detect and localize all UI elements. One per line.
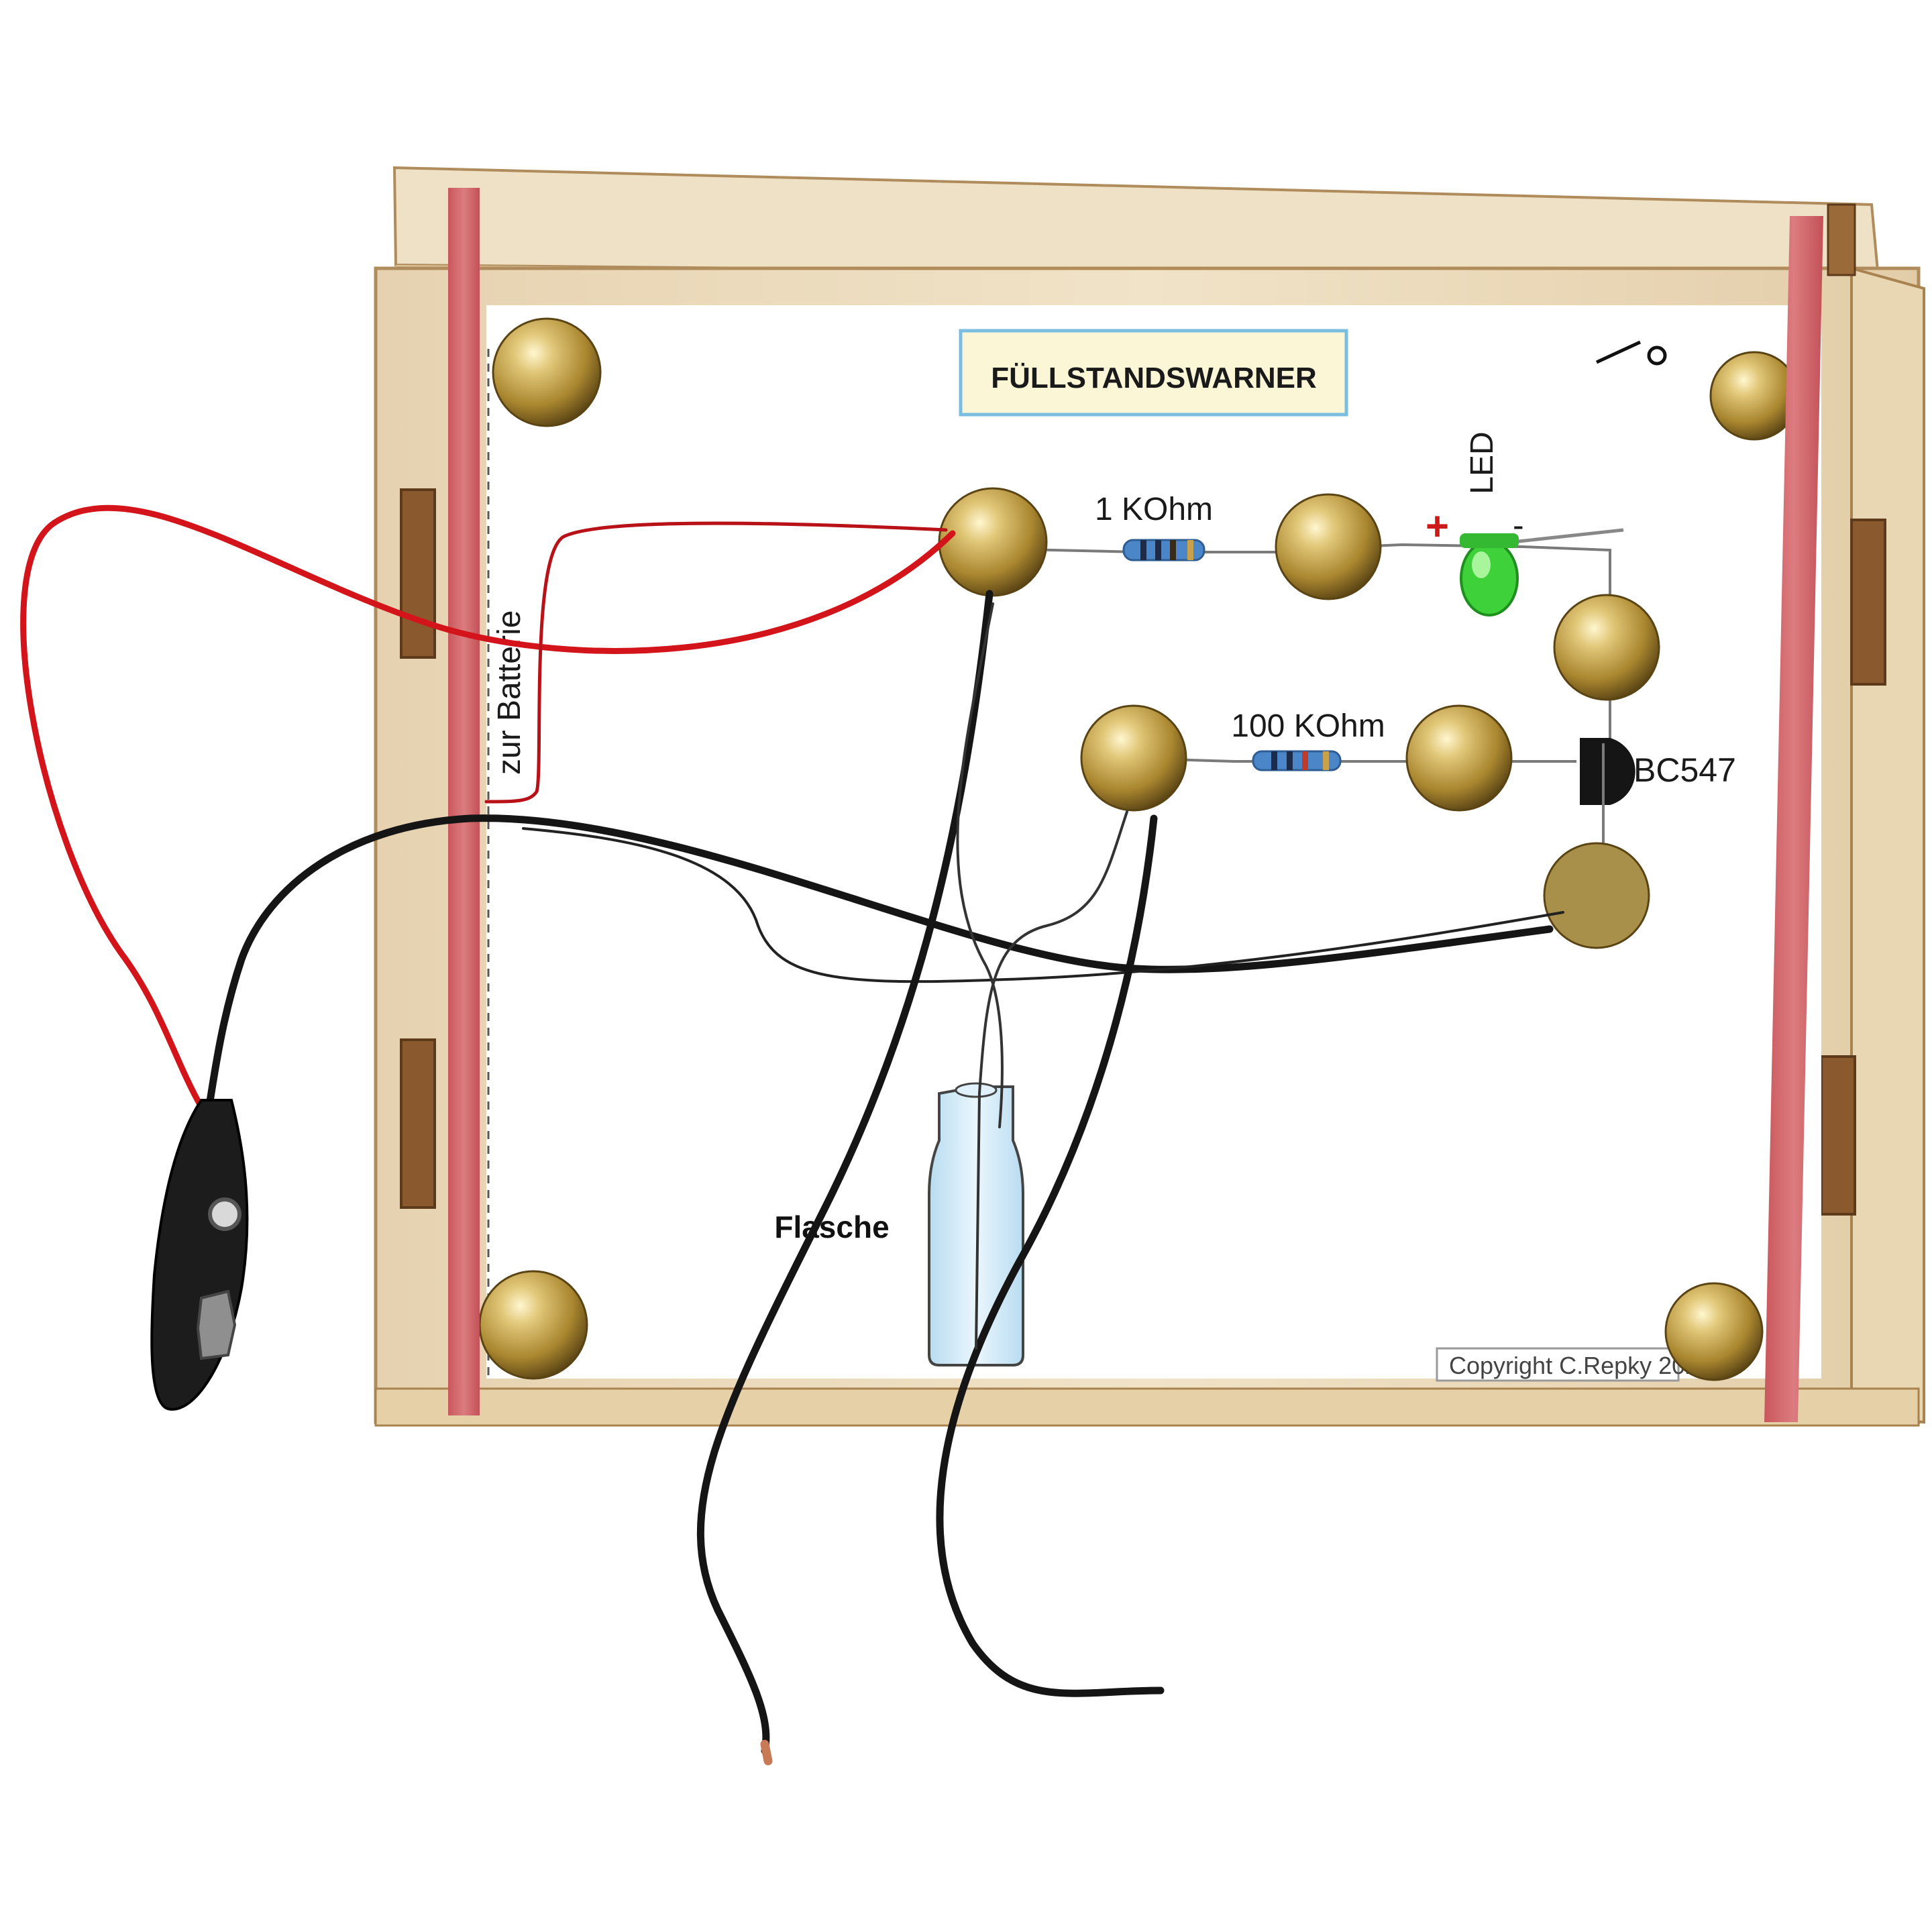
- copyright-text: Copyright C.Repky 202: [1449, 1352, 1699, 1379]
- frame-bottom-edge: [374, 1387, 1920, 1427]
- brass-pin: [492, 317, 602, 427]
- rubber-band-left: [448, 188, 480, 1415]
- brass-pin: [1709, 351, 1799, 441]
- brass-pin: [1080, 704, 1187, 812]
- resistor-1: [1122, 539, 1205, 561]
- probe-wire-left: [697, 590, 994, 1755]
- transistor-label: BC547: [1633, 751, 1736, 789]
- brass-pin: [1664, 1282, 1764, 1381]
- brass-pin: [938, 487, 1048, 597]
- rubber-bands: [448, 188, 1823, 1422]
- switch-symbol: [1595, 340, 1667, 366]
- probe-wire-thin: [975, 810, 1128, 1350]
- frame-slot: [400, 488, 436, 659]
- frame-slot: [1827, 203, 1856, 276]
- battery-label: zur Batterie: [492, 610, 527, 775]
- frame-right-side: [1850, 266, 1925, 1424]
- resistor-2-label: 100 KOhm: [1231, 708, 1385, 744]
- led-plus-sign: +: [1426, 504, 1449, 549]
- resistor-2: [1252, 750, 1342, 771]
- frame-top-lid: [392, 166, 1880, 280]
- probe-wire-thin-2: [956, 602, 1004, 1128]
- wires: [20, 504, 1564, 1766]
- red-wire: [20, 504, 956, 1110]
- frame-slot: [1820, 1055, 1856, 1216]
- rubber-band-right: [1764, 216, 1823, 1422]
- battery-clip-snap: [208, 1197, 241, 1231]
- frame-slot: [400, 1038, 436, 1209]
- battery-clip-snap-hex: [196, 1289, 237, 1360]
- black-wire-battery: [204, 814, 1554, 1118]
- led-minus-sign: -: [1513, 506, 1524, 544]
- board-title: FÜLLSTANDSWARNER: [991, 362, 1317, 394]
- bottle-label: Flasche: [774, 1210, 889, 1244]
- brass-pin: [1543, 842, 1650, 949]
- brass-pin: [1553, 594, 1660, 701]
- transistor-bc547: [1580, 738, 1635, 859]
- title-box: [959, 329, 1348, 417]
- red-wire-loop: [484, 521, 948, 804]
- led-component: [1460, 528, 1624, 616]
- brass-pin: [478, 1270, 588, 1380]
- brass-pin: [1405, 704, 1513, 812]
- wire-tip-copper: [760, 1739, 773, 1766]
- resistor-1-label: 1 KOhm: [1095, 492, 1213, 527]
- frame-slot: [1850, 519, 1886, 686]
- brass-pin: [1275, 493, 1382, 600]
- led-label: LED: [1464, 431, 1500, 494]
- probe-wire-right: [936, 814, 1165, 1697]
- brass-fasteners: [478, 317, 1799, 1381]
- battery-clip: [150, 1099, 249, 1411]
- black-wire-thin: [522, 827, 1564, 983]
